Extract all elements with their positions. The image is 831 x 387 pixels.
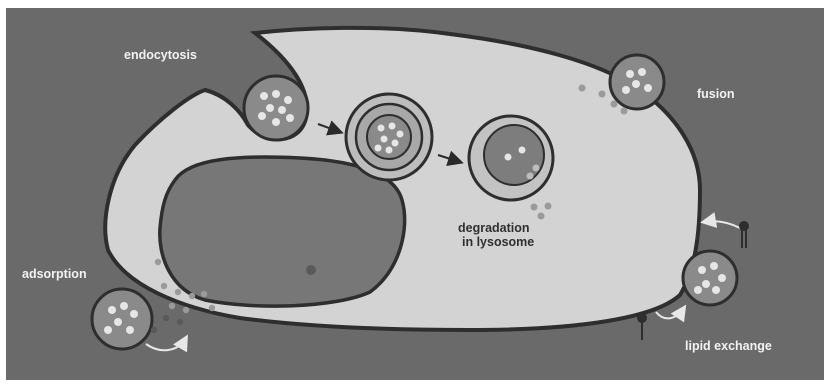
nucleus [160,157,405,306]
label-fusion: fusion [697,87,735,101]
label-endocytosis: endocytosis [124,48,197,62]
nucleolus [306,265,316,275]
fusion-particle [579,85,586,92]
fusion-vesicle [610,55,664,109]
lysosome [469,116,553,200]
label-adsorption: adsorption [22,267,87,281]
endocytosis-vesicle [244,76,308,140]
fusion-particle [599,91,606,98]
lipid-exchange-vesicle [683,251,737,305]
fusion-particle [621,108,628,115]
released-particle [545,203,552,210]
label-in-lysosome: in lysosome [462,235,534,249]
released-particle [538,213,545,220]
released-particle [531,204,538,211]
label-degradation: degradation [458,221,530,235]
endosome [346,94,432,180]
fusion-particle [611,101,618,108]
adsorption-vesicle [92,289,152,349]
label-lipid-exchange: lipid exchange [685,339,772,353]
